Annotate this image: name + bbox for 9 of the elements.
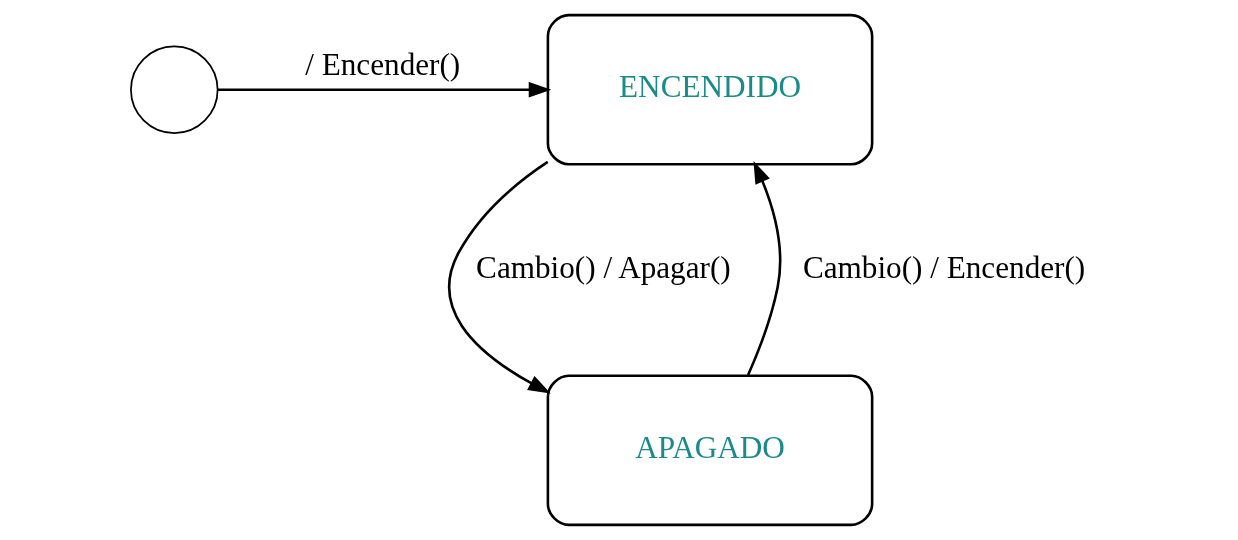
edge-label: Cambio() / Apagar() [476, 249, 731, 285]
node-circle [130, 45, 219, 134]
arrow [746, 160, 782, 376]
edge-label: / Encender() [305, 46, 461, 82]
edge-label: Cambio() / Encender() [802, 249, 1086, 285]
node-box: ENCENDIDO [546, 13, 874, 166]
node-box: APAGADO [546, 374, 874, 527]
arrow [448, 160, 551, 394]
arrow [217, 81, 552, 98]
